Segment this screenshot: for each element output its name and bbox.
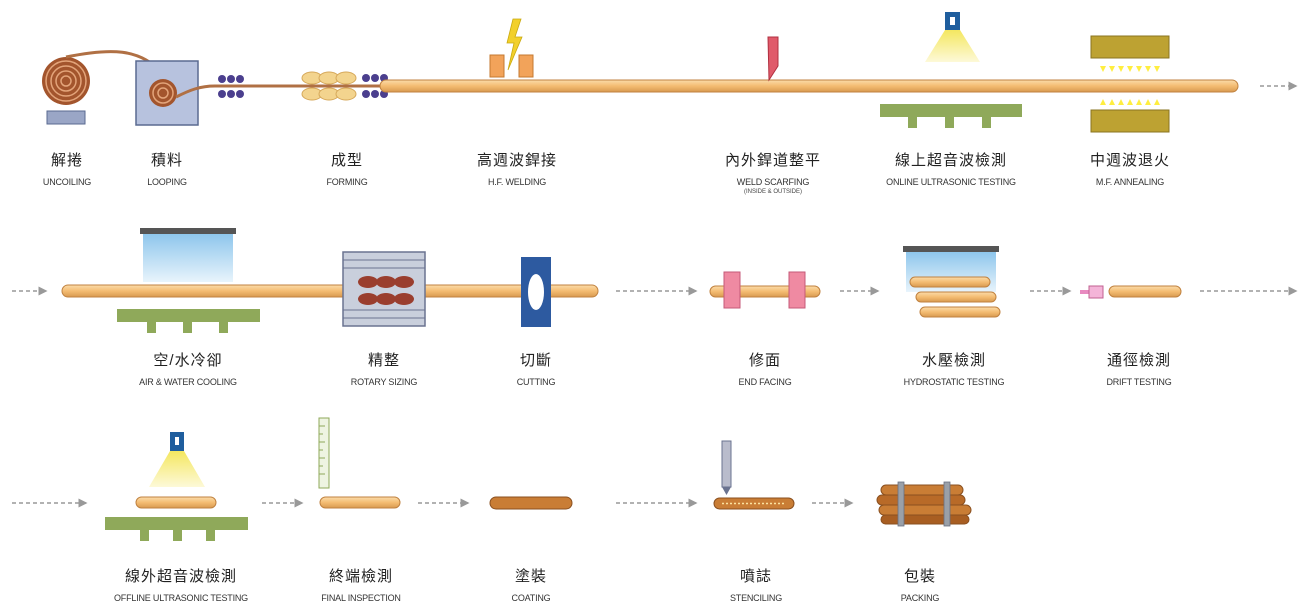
hydrostatic-tester-icon bbox=[903, 246, 1001, 318]
stage-label-forming: 成型 FORMING bbox=[302, 152, 392, 188]
offline-ultrasonic-probe-icon bbox=[149, 432, 205, 487]
stage-en: END FACING bbox=[738, 377, 792, 387]
coated-pipe-icon bbox=[489, 496, 573, 510]
stage-label-weld-scarfing: 內外銲道整平 WELD SCARFING (INSIDE & OUTSIDE) bbox=[713, 152, 833, 196]
cutting-saw-icon bbox=[521, 257, 551, 327]
pipe-row-1 bbox=[379, 79, 1239, 93]
stage-zh: 解捲 bbox=[50, 152, 83, 169]
hf-welder-icon bbox=[489, 18, 534, 78]
stage-en: CUTTING bbox=[516, 377, 556, 387]
uncoiler-icon bbox=[42, 57, 90, 125]
stage-en: UNCOILING bbox=[42, 177, 92, 187]
pinch-rollers-icon bbox=[218, 75, 244, 98]
measuring-ruler-icon bbox=[318, 417, 330, 489]
end-facing-icon bbox=[709, 271, 821, 309]
stage-zh: 線外超音波檢測 bbox=[124, 568, 237, 585]
water-cooling-spray-icon bbox=[140, 228, 236, 282]
looping-accumulator-icon bbox=[135, 60, 199, 126]
rotary-sizing-icon bbox=[342, 251, 426, 327]
stage-label-air-water-cooling: 空/水冷卻 AIR & WATER COOLING bbox=[118, 352, 258, 388]
stage-en: ONLINE ULTRASONIC TESTING bbox=[886, 177, 1016, 187]
ut-bed-icon bbox=[880, 104, 1022, 128]
stage-zh: 包裝 bbox=[903, 568, 936, 585]
stage-label-stenciling: 噴誌 STENCILING bbox=[706, 568, 806, 604]
stage-zh: 線上超音波檢測 bbox=[894, 152, 1007, 169]
stage-en: OFFLINE ULTRASONIC TESTING bbox=[114, 593, 248, 603]
drift-tester-icon bbox=[1080, 285, 1182, 299]
stage-en: H.F. WELDING bbox=[487, 177, 547, 187]
stage-zh: 精整 bbox=[367, 352, 400, 369]
stage-en: STENCILING bbox=[729, 593, 782, 603]
stage-en: DRIFT TESTING bbox=[1106, 377, 1172, 387]
stage-zh: 噴誌 bbox=[739, 568, 772, 585]
steel-strip-2 bbox=[175, 84, 380, 99]
stage-label-packing: 包裝 PACKING bbox=[875, 568, 965, 604]
stage-zh: 空/水冷卻 bbox=[153, 352, 223, 369]
stage-zh: 通徑檢測 bbox=[1106, 352, 1171, 369]
stage-en: LOOPING bbox=[147, 177, 187, 187]
stage-en: PACKING bbox=[900, 593, 940, 603]
guide-rollers-icon bbox=[362, 74, 388, 98]
stage-label-online-ut: 線上超音波檢測 ONLINE ULTRASONIC TESTING bbox=[871, 152, 1031, 188]
stage-zh: 內外銲道整平 bbox=[724, 152, 821, 169]
stage-zh: 積料 bbox=[150, 152, 183, 169]
stage-zh: 切斷 bbox=[519, 352, 552, 369]
induction-annealer-icon bbox=[1090, 35, 1170, 133]
stage-label-end-facing: 修面 END FACING bbox=[715, 352, 815, 388]
cooling-bed-icon bbox=[117, 309, 260, 333]
stage-zh: 高週波銲接 bbox=[476, 152, 557, 169]
stage-en: ROTARY SIZING bbox=[350, 377, 418, 387]
stage-en: M.F. ANNEALING bbox=[1095, 177, 1165, 187]
stage-label-coating: 塗裝 COATING bbox=[486, 568, 576, 604]
stenciling-pen-icon bbox=[721, 440, 732, 495]
stage-zh: 成型 bbox=[330, 152, 363, 169]
offline-ut-pipe bbox=[135, 496, 217, 509]
stage-label-final-inspection: 終端檢測 FINAL INSPECTION bbox=[301, 568, 421, 604]
stage-label-rotary-sizing: 精整 ROTARY SIZING bbox=[329, 352, 439, 388]
stage-en: COATING bbox=[511, 593, 551, 603]
stage-zh: 塗裝 bbox=[514, 568, 547, 585]
pipe-bundle-icon bbox=[876, 481, 972, 527]
stage-en: FINAL INSPECTION bbox=[321, 593, 401, 603]
stage-sub: (INSIDE & OUTSIDE) bbox=[743, 189, 802, 195]
forming-rolls-icon bbox=[301, 71, 357, 101]
stage-en: HYDROSTATIC TESTING bbox=[903, 377, 1005, 387]
stage-label-looping: 積料 LOOPING bbox=[122, 152, 212, 188]
stage-zh: 終端檢測 bbox=[328, 568, 393, 585]
stage-en: WELD SCARFING bbox=[736, 177, 810, 187]
stage-label-offline-ut: 線外超音波檢測 OFFLINE ULTRASONIC TESTING bbox=[96, 568, 266, 604]
stage-label-drift-testing: 通徑檢測 DRIFT TESTING bbox=[1084, 352, 1194, 388]
offline-ut-bed-icon bbox=[105, 517, 248, 541]
stage-label-hydrostatic: 水壓檢測 HYDROSTATIC TESTING bbox=[889, 352, 1019, 388]
stage-zh: 修面 bbox=[748, 352, 781, 369]
stage-zh: 水壓檢測 bbox=[921, 352, 986, 369]
stage-en: FORMING bbox=[326, 177, 368, 187]
stage-label-mf-annealing: 中週波退火 M.F. ANNEALING bbox=[1075, 152, 1185, 188]
stage-label-hf-welding: 高週波銲接 H.F. WELDING bbox=[462, 152, 572, 188]
stage-zh: 中週波退火 bbox=[1089, 152, 1170, 169]
final-inspection-pipe bbox=[319, 496, 401, 509]
stage-label-uncoiling: 解捲 UNCOILING bbox=[22, 152, 112, 188]
stage-en: AIR & WATER COOLING bbox=[139, 377, 237, 387]
online-ultrasonic-probe-icon bbox=[925, 12, 980, 62]
pipe-row-2 bbox=[61, 284, 599, 298]
stage-label-cutting: 切斷 CUTTING bbox=[491, 352, 581, 388]
scarfing-tool-icon bbox=[767, 36, 779, 82]
